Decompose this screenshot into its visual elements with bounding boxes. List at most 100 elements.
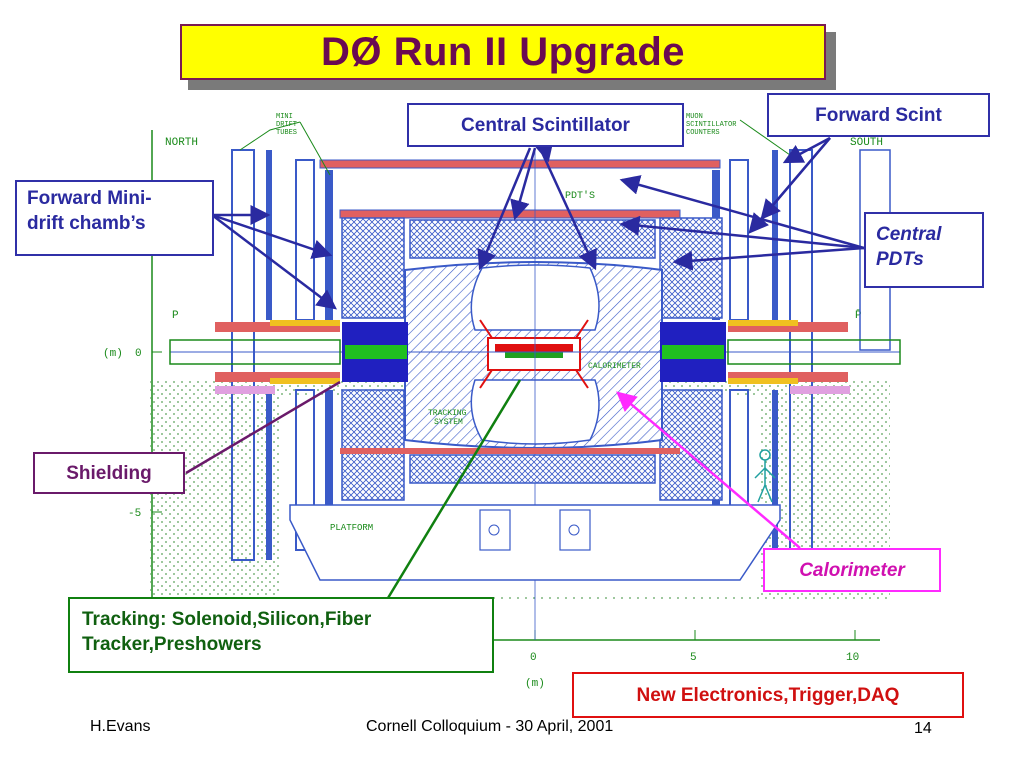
tracking-system-label-1: TRACKING	[428, 409, 467, 418]
left-forward-red-bottom	[215, 372, 340, 382]
shielding-text: Shielding	[66, 462, 152, 484]
x-tick-label-0: 0	[530, 652, 537, 664]
right-iron-bottom	[659, 389, 723, 501]
muon-frame-right-inner-top	[729, 159, 749, 321]
central-scintillator-label: Central Scintillator	[407, 103, 684, 147]
tracking-text-1: Tracking: Solenoid,Silicon,Fiber	[82, 609, 372, 630]
muon-scint-label-1: MUON	[686, 113, 703, 121]
muon-frame-left-outer	[231, 149, 255, 561]
platform-support-2	[559, 509, 591, 551]
arrow-central-scint-2	[510, 147, 537, 221]
solenoid-top-left	[479, 319, 493, 339]
x-tick-label-10: 10	[846, 652, 859, 664]
arrow-central-scint-4	[534, 140, 554, 163]
calorimeter-label: Calorimeter	[763, 548, 941, 592]
platform-wheel-1	[488, 524, 500, 536]
footer-author: H.Evans	[90, 718, 151, 735]
leader-mini-drift-1	[239, 121, 301, 151]
leader-shielding	[185, 380, 341, 475]
left-iron-bottom	[341, 389, 405, 501]
electronics-label: New Electronics,Trigger,DAQ	[572, 672, 964, 718]
bottom-pdt	[409, 454, 656, 484]
solenoid-top-right	[575, 319, 589, 339]
mini-drift-left-bottom	[325, 390, 333, 540]
right-beampipe-shield	[727, 339, 901, 365]
x-axis-unit: (m)	[525, 678, 545, 690]
bottom-scint-bar	[340, 448, 680, 454]
x-tick-label-5: 5	[690, 652, 697, 664]
arrow-forward-scint-1	[782, 136, 831, 164]
title-banner: DØ Run II Upgrade	[180, 24, 826, 80]
muon-scint-right-bottom	[772, 390, 778, 560]
calorimeter-drawing-label: CALORIMETER	[588, 362, 641, 371]
right-forward-red-bottom	[728, 372, 848, 382]
muon-scint-label-2: SCINTILLATOR	[686, 121, 737, 129]
central-scintillator-text: Central Scintillator	[461, 114, 630, 136]
arrow-central-scint-1	[477, 147, 532, 271]
left-beampipe-shield	[169, 339, 341, 365]
p-left-label: P	[172, 310, 179, 322]
right-forward-green	[662, 345, 724, 359]
left-forward-green	[345, 345, 407, 359]
mini-drift-tubes-label-2: DRIFT	[276, 121, 297, 129]
person-figure	[754, 449, 776, 503]
north-label: NORTH	[165, 137, 198, 149]
tracking-text-2: Tracker,Preshowers	[82, 634, 262, 655]
central-pdts-label: Central PDTs	[864, 212, 984, 288]
left-iron-top	[341, 217, 405, 319]
central-pdts-text-1: Central	[876, 224, 942, 245]
mini-drift-tubes-label-3: TUBES	[276, 129, 297, 137]
right-forward-yellow-top	[728, 320, 798, 326]
mini-drift-left-top	[325, 170, 333, 320]
forward-mini-drift-text-1: Forward Mini-	[27, 188, 152, 209]
left-forward-yellow-bottom	[270, 378, 340, 384]
arrow-fwd-mini-3	[211, 214, 337, 310]
y-tick-label-neg5: -5	[128, 508, 141, 520]
footer-page-number: 14	[914, 720, 932, 737]
right-forward-red-top	[728, 322, 848, 332]
forward-scint-label: Forward Scint	[767, 93, 990, 137]
south-label: SOUTH	[850, 137, 883, 149]
electronics-text: New Electronics,Trigger,DAQ	[636, 684, 900, 706]
muon-scint-label-3: COUNTERS	[686, 129, 720, 137]
leader-tracking	[386, 379, 522, 599]
central-pdts-text-2: PDTs	[876, 249, 924, 270]
muon-frame-left-inner-top	[295, 159, 315, 321]
muon-scint-left-bottom	[266, 390, 272, 560]
top-scint-bar-2	[339, 209, 681, 219]
forward-mini-drift-label: Forward Mini- drift chamb’s	[15, 180, 214, 256]
forward-scint-text: Forward Scint	[815, 104, 942, 126]
slide-title: DØ Run II Upgrade	[320, 29, 686, 74]
arrow-central-pdts-3	[672, 246, 865, 271]
forward-mini-drift-text-2: drift chamb’s	[27, 213, 146, 234]
leader-mini-drift-2	[299, 121, 331, 176]
y-axis-unit: (m)	[103, 348, 123, 360]
solenoid-bottom-right	[575, 369, 589, 389]
leader-muon-scint	[739, 119, 791, 156]
platform-wheel-2	[568, 524, 580, 536]
tracking-label: Tracking: Solenoid,Silicon,Fiber Tracker…	[68, 597, 494, 673]
y-tick-label-0: 0	[135, 348, 142, 360]
arrow-central-pdts-2	[619, 215, 865, 250]
left-forward-yellow-top	[270, 320, 340, 326]
left-forward-red-top	[215, 322, 340, 332]
platform-label: PLATFORM	[330, 523, 373, 533]
solenoid-bottom-left	[479, 369, 493, 389]
right-forward-pink	[790, 386, 850, 394]
mini-drift-tubes-label-1: MINI	[276, 113, 293, 121]
fiber-tracker	[505, 352, 563, 358]
muon-scint-right-top	[772, 150, 778, 320]
silicon-tracker	[495, 344, 573, 352]
footer-event: Cornell Colloquium - 30 April, 2001	[366, 718, 614, 735]
tracking-system-label-2: SYSTEM	[434, 418, 463, 427]
shielding-label: Shielding	[33, 452, 185, 494]
pdts-label: PDT'S	[565, 190, 595, 202]
arrow-forward-scint-3	[760, 137, 831, 220]
platform-support-1	[479, 509, 511, 551]
calorimeter-text: Calorimeter	[799, 559, 905, 581]
arrow-fwd-mini-2	[211, 213, 333, 259]
p-right-label: P̄	[855, 309, 862, 322]
top-scint-bar-1	[319, 159, 721, 169]
arrow-calorimeter	[616, 391, 801, 549]
